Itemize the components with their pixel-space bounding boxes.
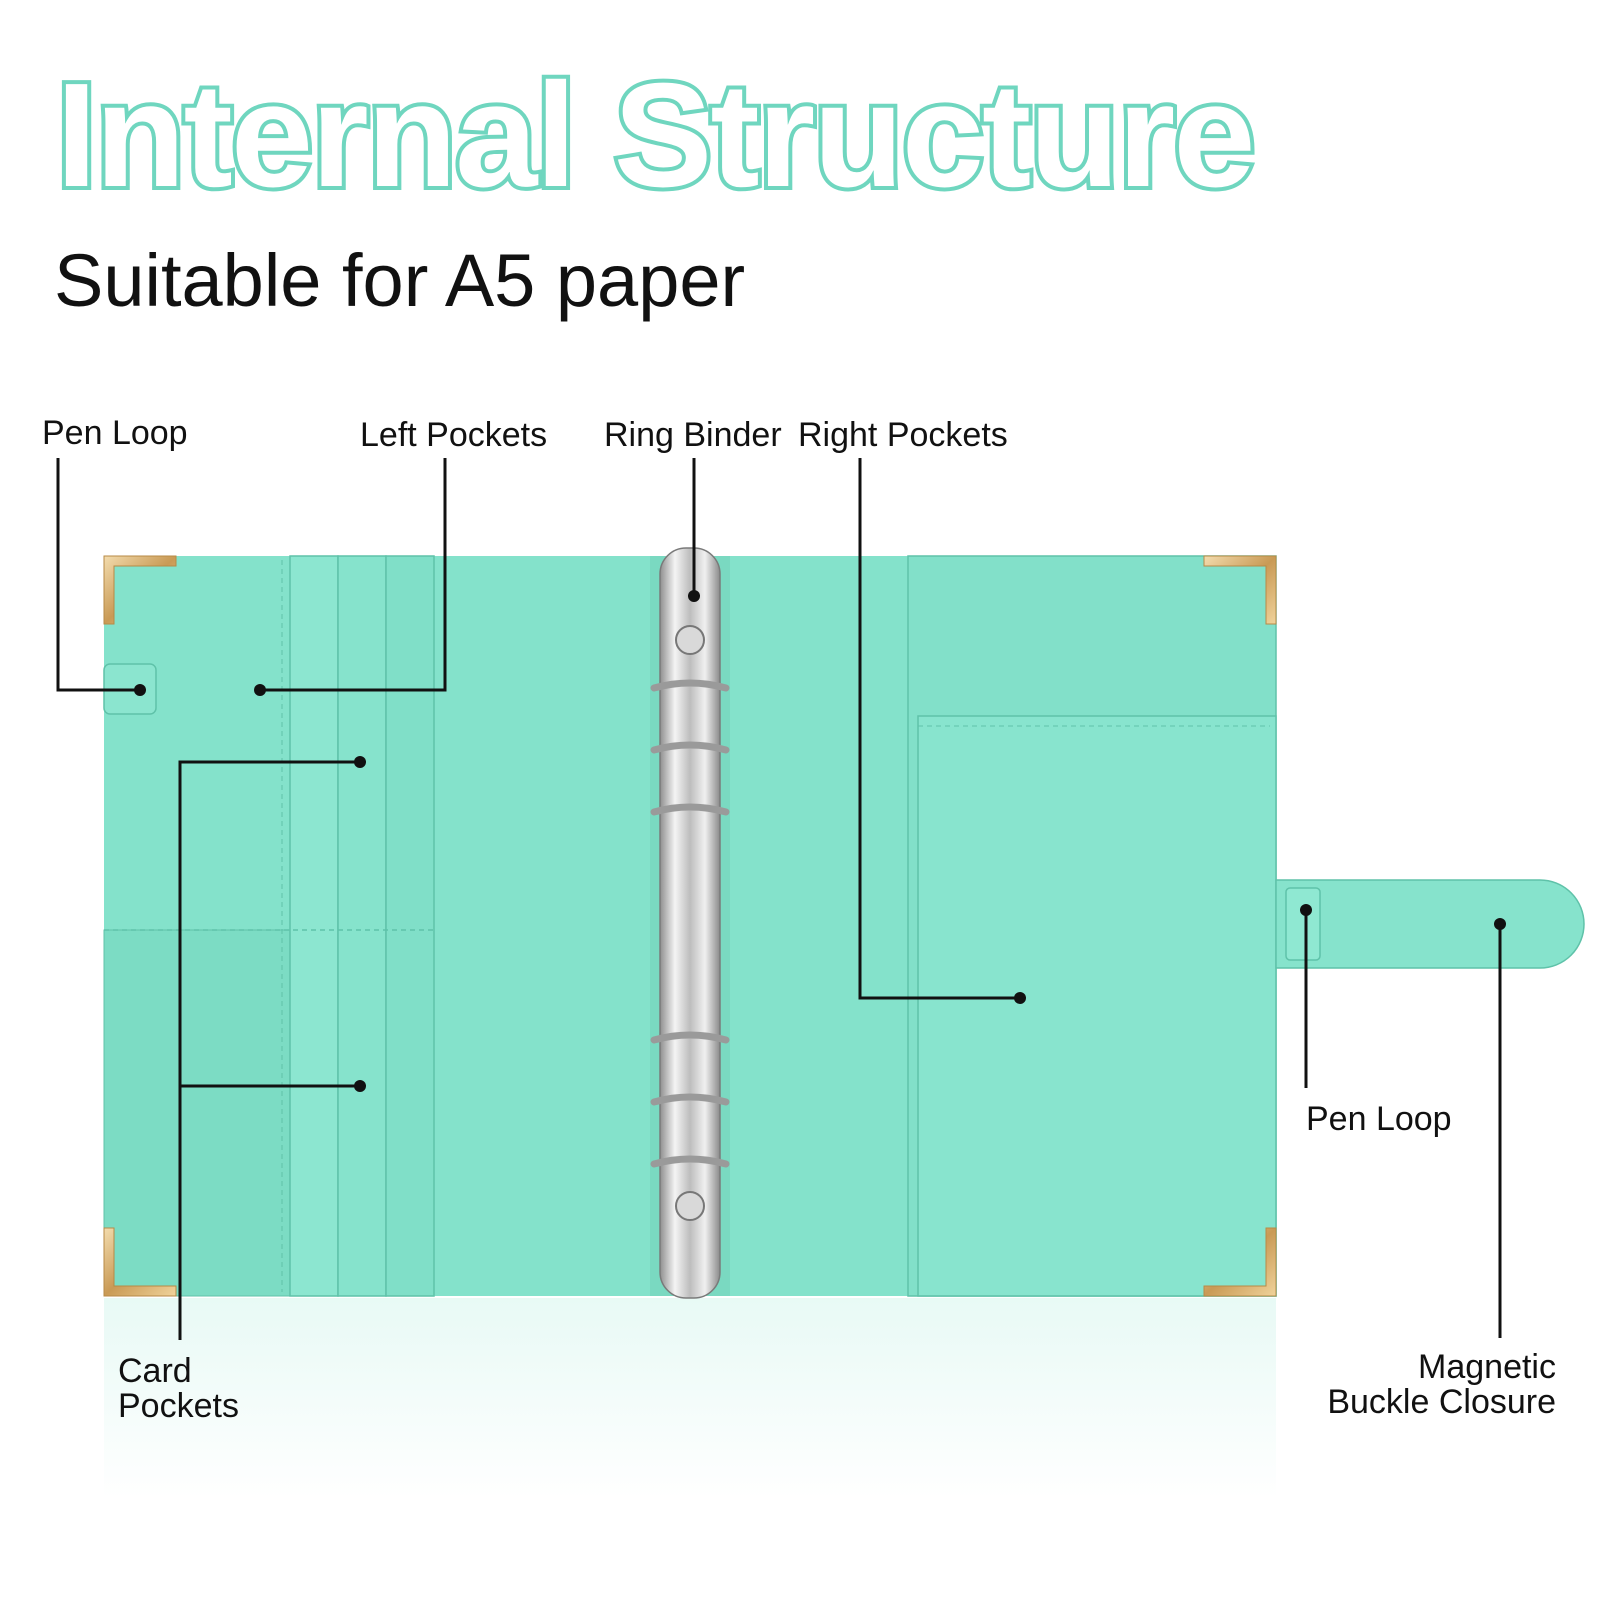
ring-binder-mechanism xyxy=(650,547,730,1299)
label-pen-loop-right: Pen Loop xyxy=(1306,1100,1452,1138)
leader-dots xyxy=(134,590,1506,1092)
label-magnetic-line1: Magnetic xyxy=(1418,1348,1556,1386)
label-pen-loop-left: Pen Loop xyxy=(42,414,188,452)
label-right-pockets: Right Pockets xyxy=(798,416,1008,454)
left-card-slots xyxy=(103,555,435,1297)
label-magnetic-buckle-closure: Magnetic Buckle Closure xyxy=(1327,1350,1556,1419)
leader-lines xyxy=(56,458,1502,1340)
right-pocket xyxy=(907,555,1277,1297)
label-ring-binder: Ring Binder xyxy=(604,416,782,454)
label-card-pockets-line1: Card xyxy=(118,1352,192,1390)
label-magnetic-line2: Buckle Closure xyxy=(1327,1382,1556,1421)
floor-reflection xyxy=(104,1298,1276,1498)
page-title: Internal Structure xyxy=(52,53,1260,218)
label-card-pockets-line2: Pockets xyxy=(118,1386,239,1425)
label-left-pockets: Left Pockets xyxy=(360,416,548,454)
page-subtitle: Suitable for A5 paper xyxy=(54,239,746,322)
leader-card-pockets xyxy=(178,760,360,1340)
corner-protectors xyxy=(103,555,1277,1297)
leader-left-pockets xyxy=(260,458,447,692)
leader-pen-loop-left xyxy=(56,458,140,692)
label-card-pockets: Card Pockets xyxy=(118,1354,239,1423)
leader-right-pockets xyxy=(858,458,1020,1000)
magnetic-strap xyxy=(1275,879,1585,969)
